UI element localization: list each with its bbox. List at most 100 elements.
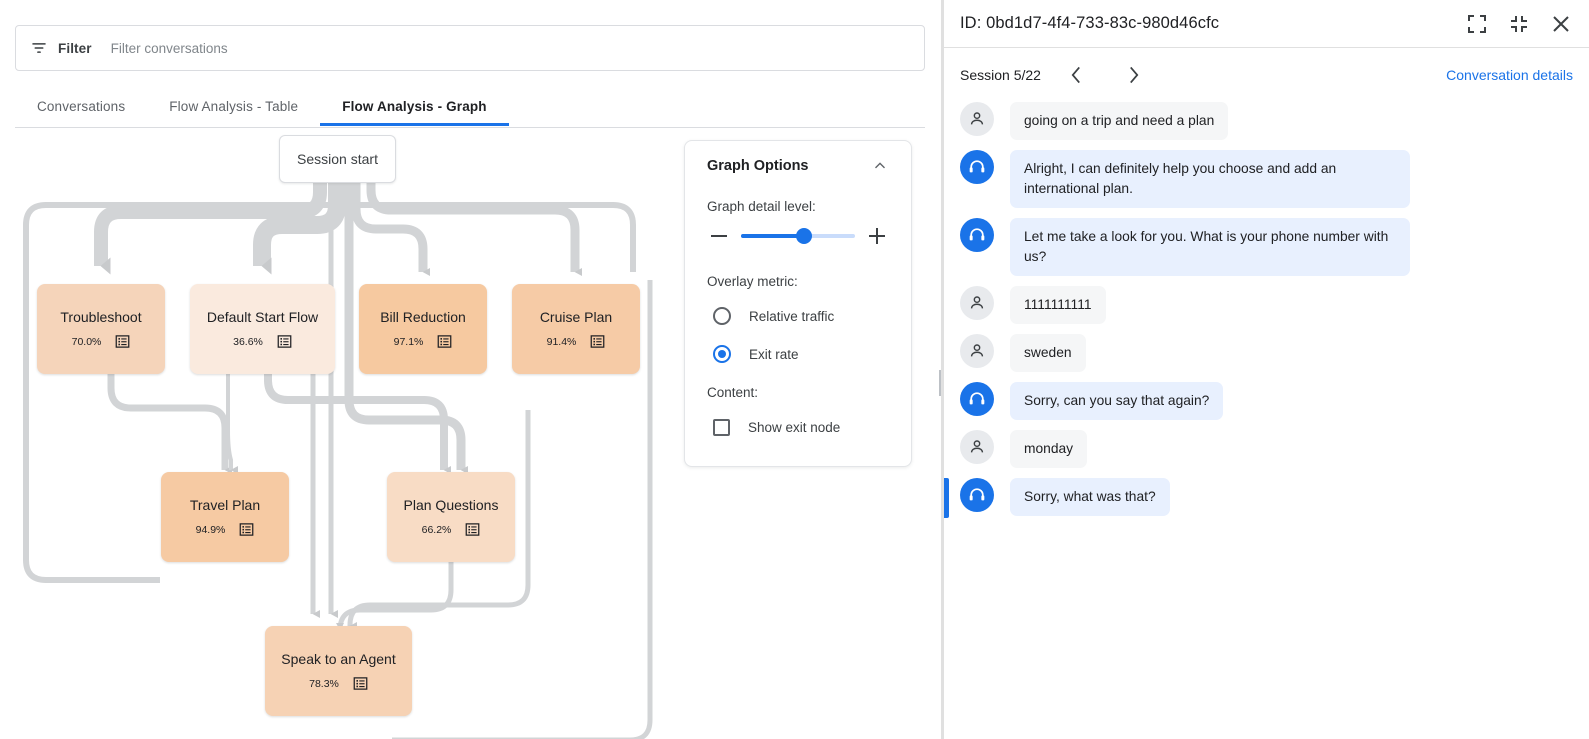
headset-icon [969,392,985,405]
node-label: Speak to an Agent [281,650,396,667]
headset-icon [969,228,985,241]
node-label: Cruise Plan [539,308,613,325]
graph-node-cruise-plan[interactable]: Cruise Plan 91.4% [512,284,640,374]
list-view-icon[interactable] [277,334,292,349]
radio-circle[interactable] [713,345,731,363]
chevron-left-icon[interactable] [1063,62,1089,88]
filter-bar[interactable]: Filter [15,25,925,71]
node-meta: 91.4% [547,334,606,349]
person-icon [970,112,984,125]
message-row: Alright, I can definitely help you choos… [960,150,1573,208]
node-meta: 78.3% [309,676,368,691]
minus-icon[interactable] [707,224,731,248]
session-counter: Session 5/22 [960,67,1041,83]
node-label: Travel Plan [189,496,261,513]
graph-detail-level-label: Graph detail level: [707,199,816,214]
graph-node-speak-to-an-agent[interactable]: Speak to an Agent 78.3% [265,626,412,716]
slider-thumb[interactable] [795,228,812,244]
list-view-icon[interactable] [590,334,605,349]
node-metric: 70.0% [71,335,102,348]
tab-flow-analysis-graph[interactable]: Flow Analysis - Graph [320,88,508,126]
node-meta: 66.2% [422,522,481,537]
checkbox-label: Show exit node [748,419,841,435]
radio-relative-traffic[interactable]: Relative traffic [707,299,889,333]
message-bubble: Sorry, can you say that again? [1010,382,1224,420]
conversation-details-link[interactable]: Conversation details [1446,67,1573,83]
collapse-icon[interactable] [1507,12,1531,36]
tab-conversations[interactable]: Conversations [37,99,126,114]
node-meta: 97.1% [394,334,453,349]
person-icon [970,440,984,453]
headset-icon [969,488,985,501]
flow-analysis-panel: Filter Conversations Flow Analysis - Tab… [0,25,941,739]
node-metric: 91.4% [546,335,577,348]
filter-input[interactable] [108,39,910,57]
plus-icon[interactable] [865,224,889,248]
user-avatar [960,286,994,320]
radio-exit-rate[interactable]: Exit rate [707,337,889,371]
list-view-icon[interactable] [353,676,368,691]
graph-node-session-start[interactable]: Session start [279,135,396,183]
filter-label: Filter [58,40,92,56]
conversation-id-title: ID: 0bd1d7-4f4-733-83c-980d46cfc [960,14,1220,32]
tab-flow-analysis-table[interactable]: Flow Analysis - Table [169,99,299,114]
user-avatar [960,334,994,368]
flow-graph-edges [23,179,653,739]
person-icon [970,296,984,309]
node-meta: 94.9% [196,522,255,537]
node-metric: 94.9% [195,523,226,536]
graph-options-panel: Graph Options Graph detail level: [684,140,912,467]
list-view-icon[interactable] [437,334,452,349]
node-metric: 78.3% [309,677,339,690]
flow-graph-canvas[interactable]: Session start Troubleshoot 70.0% [0,130,941,739]
agent-avatar [960,218,994,252]
radio-circle[interactable] [713,307,731,325]
drag-bar [939,370,941,396]
radio-label: Relative traffic [749,308,835,324]
checkbox-box[interactable] [713,418,730,436]
message-bubble: monday [1010,430,1088,468]
checkbox-show-exit-node[interactable]: Show exit node [707,410,889,444]
graph-node-default-start-flow[interactable]: Default Start Flow 36.6% [190,284,335,374]
graph-node-troubleshoot[interactable]: Troubleshoot 70.0% [37,284,165,374]
node-label: Default Start Flow [206,308,319,325]
message-bubble: Sorry, what was that? [1010,478,1170,516]
chevron-right-icon[interactable] [1121,62,1147,88]
graph-options-title: Graph Options [707,158,809,174]
headset-icon [969,160,985,173]
detail-level-slider[interactable] [741,228,855,244]
message-row: Sorry, can you say that again? [960,382,1573,420]
close-icon[interactable] [1549,12,1573,36]
node-meta: 70.0% [72,334,131,349]
message-bubble: sweden [1010,334,1086,372]
message-row: Let me take a look for you. What is your… [960,218,1573,276]
list-view-icon[interactable] [239,522,254,537]
list-view-icon[interactable] [465,522,480,537]
radio-label: Exit rate [749,346,799,362]
message-row: going on a trip and need a plan [960,102,1573,140]
user-avatar [960,430,994,464]
message-list: going on a trip and need a plan Alright,… [944,102,1589,518]
conversation-header: ID: 0bd1d7-4f4-733-83c-980d46cfc [944,0,1589,48]
node-metric: 97.1% [393,335,424,348]
message-row: monday [960,430,1573,468]
graph-node-plan-questions[interactable]: Plan Questions 66.2% [387,472,515,562]
node-label: Bill Reduction [380,308,466,325]
node-label: Troubleshoot [60,308,142,325]
agent-avatar [960,382,994,416]
graph-node-bill-reduction[interactable]: Bill Reduction 97.1% [359,284,487,374]
agent-avatar [960,478,994,512]
chevron-up-icon[interactable] [871,157,889,175]
list-view-icon[interactable] [115,334,130,349]
node-metric: 66.2% [421,523,452,536]
node-label: Plan Questions [403,496,499,513]
filter-icon[interactable] [30,39,48,57]
graph-node-travel-plan[interactable]: Travel Plan 94.9% [161,472,289,562]
session-nav-bar: Session 5/22 Conversation details [944,48,1589,102]
overlay-metric-label: Overlay metric: [707,274,798,289]
message-row: sweden [960,334,1573,372]
expand-icon[interactable] [1465,12,1489,36]
session-start-label: Session start [297,151,378,167]
graph-options-header: Graph Options [707,157,889,175]
message-bubble: 1111111111 [1010,286,1106,324]
